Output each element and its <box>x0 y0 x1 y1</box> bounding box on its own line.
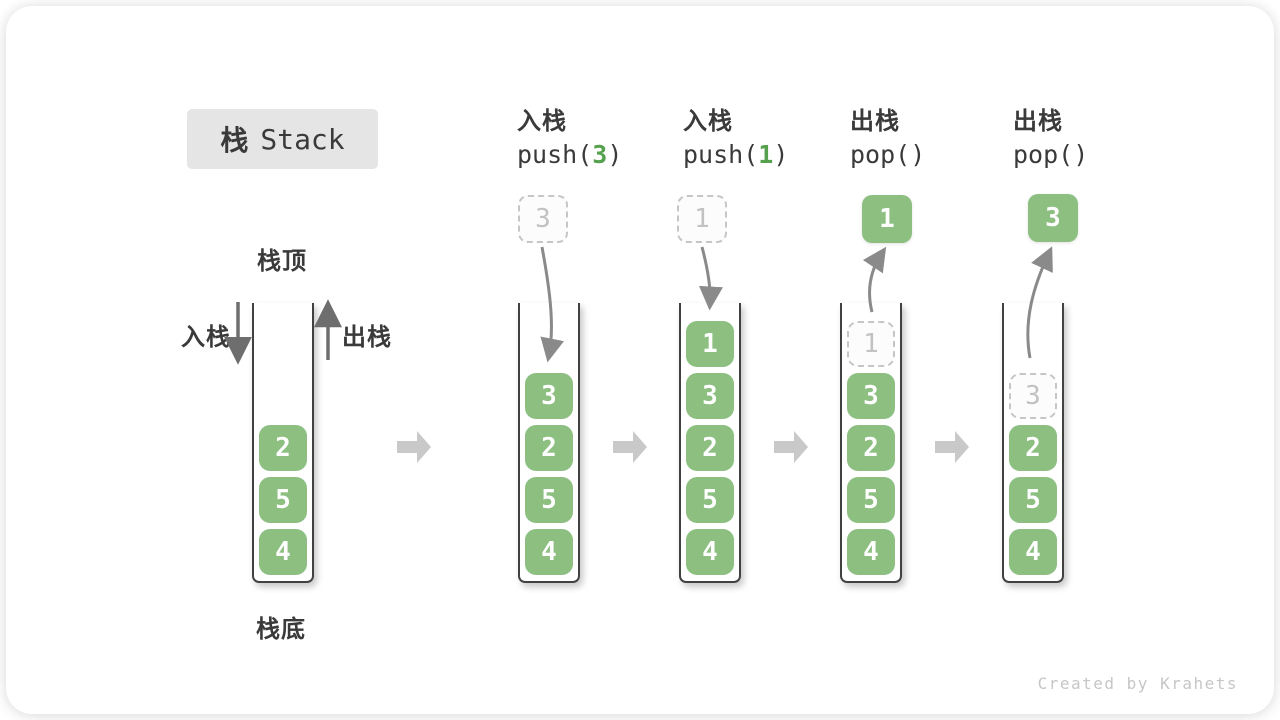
code-post: ) <box>1073 140 1089 169</box>
op-name: 入栈 <box>517 107 567 135</box>
stack-container-after-pop-3: 3 2 5 4 <box>1002 303 1064 583</box>
stack-cell: 3 <box>525 373 573 419</box>
stack-container-after-pop-1: 1 3 2 5 4 <box>840 303 902 583</box>
op-code: pop() <box>850 138 925 172</box>
code-pre: push( <box>683 140 759 169</box>
stack-cell: 2 <box>259 425 307 471</box>
stack-container-initial: 2 5 4 <box>252 303 314 583</box>
label-stack-top: 栈顶 <box>257 247 307 275</box>
stack-cell-ghost: 3 <box>1009 373 1057 419</box>
op-label-push-1: 入栈 push(1) <box>683 106 788 172</box>
stack-cell: 1 <box>686 321 734 367</box>
flow-arrow-icon <box>935 431 969 463</box>
stack-cell: 4 <box>525 529 573 575</box>
stack-container-after-push-1: 1 3 2 5 4 <box>679 303 741 583</box>
code-post: ) <box>773 140 789 169</box>
op-name: 出栈 <box>850 107 900 135</box>
op-name: 出栈 <box>1013 107 1063 135</box>
stack-cell: 4 <box>686 529 734 575</box>
stack-cell: 3 <box>686 373 734 419</box>
code-post: ) <box>910 140 926 169</box>
flow-arrow-icon <box>613 431 647 463</box>
code-pre: pop( <box>850 140 911 169</box>
label-push-in: 入栈 <box>181 323 231 351</box>
push-1-arrow <box>698 246 723 311</box>
page-title: 栈 Stack <box>187 109 378 169</box>
label-pop-out: 出栈 <box>342 323 392 351</box>
stack-cell: 2 <box>1009 425 1057 471</box>
op-label-pop-1: 出栈 pop() <box>850 106 925 172</box>
stack-cell: 5 <box>259 477 307 523</box>
code-arg: 3 <box>592 140 608 169</box>
incoming-value-box-3: 3 <box>518 195 568 243</box>
stack-cell: 4 <box>1009 529 1057 575</box>
code-post: ) <box>607 140 623 169</box>
code-arg: 1 <box>758 140 774 169</box>
stack-cell: 2 <box>847 425 895 471</box>
stack-cell: 5 <box>525 477 573 523</box>
stack-cell: 5 <box>1009 477 1057 523</box>
stack-cell: 5 <box>847 477 895 523</box>
popped-value-box-1: 1 <box>862 195 912 243</box>
title-en: Stack <box>260 122 345 156</box>
stack-cell: 4 <box>259 529 307 575</box>
incoming-value-box-1: 1 <box>677 195 727 243</box>
code-pre: push( <box>517 140 593 169</box>
stack-cell: 2 <box>686 425 734 471</box>
op-label-pop-2: 出栈 pop() <box>1013 106 1088 172</box>
flow-arrow-icon <box>397 431 431 463</box>
op-label-push-3: 入栈 push(3) <box>517 106 622 172</box>
watermark: Created by Krahets <box>1037 674 1238 693</box>
stack-cell-ghost: 1 <box>847 321 895 367</box>
popped-value-box-3: 3 <box>1028 194 1078 242</box>
op-name: 入栈 <box>683 107 733 135</box>
stack-cell: 3 <box>847 373 895 419</box>
op-code: push(1) <box>683 138 788 172</box>
stack-cell: 5 <box>686 477 734 523</box>
code-pre: pop( <box>1013 140 1074 169</box>
stack-cell: 2 <box>525 425 573 471</box>
stack-cell: 4 <box>847 529 895 575</box>
flow-arrow-icon <box>774 431 808 463</box>
op-code: pop() <box>1013 138 1088 172</box>
stack-container-after-push-3: 3 2 5 4 <box>518 303 580 583</box>
title-cn: 栈 <box>220 124 249 157</box>
op-code: push(3) <box>517 138 622 172</box>
label-stack-bottom: 栈底 <box>256 615 306 643</box>
